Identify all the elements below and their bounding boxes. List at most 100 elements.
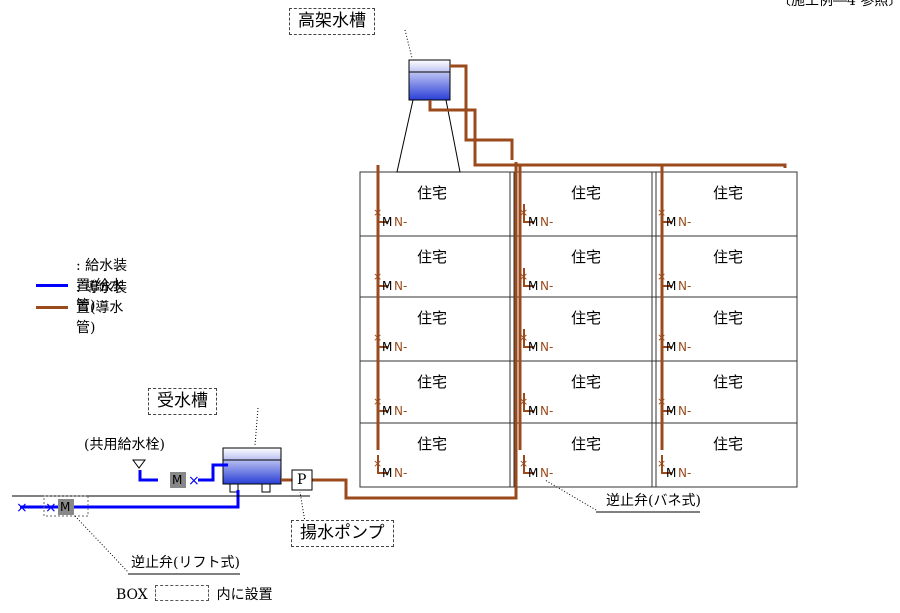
legend-conduit: : 導水装置(導水管) [36, 277, 131, 337]
gate-valve-icon: × [519, 270, 528, 283]
unit-meter-symbol: M [528, 466, 538, 480]
pump-symbol: P [297, 472, 307, 488]
unit-meter-symbol: M [666, 466, 676, 480]
gate-valve-icon: × [519, 206, 528, 219]
unit-meter-symbol: M [382, 340, 392, 354]
dwelling-label: 住宅 [713, 184, 743, 202]
unit-meter-symbol: M [666, 404, 676, 418]
legend-supply-swatch [36, 283, 68, 287]
check-valve-icon: N- [394, 404, 407, 418]
unit-branch-pipe [523, 455, 534, 474]
dwelling-label: 住宅 [417, 184, 447, 202]
hydrant-meter-symbol: M [172, 473, 183, 487]
dwelling-label: 住宅 [713, 309, 743, 327]
check-valve-icon: N- [678, 404, 691, 418]
elevated-tank [396, 59, 461, 173]
check-valve-icon: N- [394, 466, 407, 480]
gate-valve-icon: × [657, 331, 666, 344]
unit-branch-pipe [523, 329, 534, 348]
box-note-suffix: 内に設置 [216, 587, 273, 603]
dwelling-label: 住宅 [417, 309, 447, 327]
check-valve-icon: N- [394, 340, 407, 354]
dwelling-label: 住宅 [713, 248, 743, 266]
unit-branch-pipe [661, 455, 672, 474]
header-note: 〔施工例―4 参照〕 [777, 0, 900, 9]
receiving-tank [222, 447, 282, 493]
unit-meter-symbol: M [382, 215, 392, 229]
gate-valve-icon: × [519, 395, 528, 408]
dwelling-label: 住宅 [571, 184, 601, 202]
check-valve-icon: N- [540, 340, 553, 354]
check-valve-icon: N- [394, 215, 407, 229]
dwelling-label: 住宅 [417, 435, 447, 453]
check-valve-icon: N- [678, 279, 691, 293]
box-note: BOX 内に設置 [116, 585, 273, 602]
unit-meter-symbol: M [666, 340, 676, 354]
gate-valve-icon: × [657, 270, 666, 283]
building-frame [359, 171, 798, 488]
dwelling-label: 住宅 [571, 435, 601, 453]
legend-supply-label: : 給水装置(給水管) [75, 258, 128, 314]
gate-valve-icon: × [519, 331, 528, 344]
legend-conduit-label: : 導水装置(導水管) [75, 280, 128, 336]
unit-meter-symbol: M [382, 466, 392, 480]
unit-branch-pipe [523, 393, 534, 412]
unit-meter-symbol: M [528, 279, 538, 293]
unit-branch-pipe [523, 204, 534, 223]
dwelling-label: 住宅 [571, 248, 601, 266]
check-valve-icon: N- [394, 279, 407, 293]
unit-branch-pipe [377, 455, 388, 474]
dwelling-label: 住宅 [571, 373, 601, 391]
gate-valve-icon: × [519, 457, 528, 470]
receiving-tank-label: 受水槽 [148, 388, 217, 415]
box-placeholder [155, 585, 210, 601]
check-valve-icon: N- [540, 215, 553, 229]
hydrant-meter: × [132, 459, 200, 489]
gate-valve-icon: × [373, 331, 382, 344]
gate-valve-icon: × [657, 457, 666, 470]
pump [281, 469, 313, 491]
unit-meter-symbol: M [666, 279, 676, 293]
check-valve-icon: N- [678, 466, 691, 480]
callout-lines [74, 29, 597, 573]
unit-branch-pipe [523, 268, 534, 287]
elevated-tank-label: 高架水槽 [289, 8, 375, 35]
dwelling-label: 住宅 [417, 248, 447, 266]
pump-label: 揚水ポンプ [291, 520, 394, 547]
dwelling-label: 住宅 [713, 373, 743, 391]
unit-meter-symbol: M [382, 404, 392, 418]
unit-branch-pipe [661, 393, 672, 412]
gate-valve-icon: × [373, 206, 382, 219]
check-valve-icon: N- [540, 404, 553, 418]
unit-branch-pipe [377, 204, 388, 223]
unit-meter-symbol: M [528, 215, 538, 229]
check-valve-icon: N- [678, 340, 691, 354]
svg-text:×: × [16, 500, 28, 516]
unit-branch-pipe [661, 329, 672, 348]
gate-valve-icon: × [373, 395, 382, 408]
unit-branch-pipe [661, 268, 672, 287]
gate-valve-icon: × [373, 270, 382, 283]
box-note-prefix: BOX [116, 587, 148, 603]
gate-valve-icon: × [657, 395, 666, 408]
unit-branch-pipe [377, 329, 388, 348]
legend-conduit-swatch [36, 305, 68, 309]
check-valve-lift-label: 逆止弁(リフト式) [131, 555, 240, 571]
check-valve-icon: N- [540, 279, 553, 293]
dwelling-label: 住宅 [417, 373, 447, 391]
check-valve-spring-label: 逆止弁(バネ式) [606, 493, 701, 509]
dwelling-label: 住宅 [571, 309, 601, 327]
unit-branch-pipe [377, 268, 388, 287]
shared-hydrant-label: (共用給水栓) [84, 437, 165, 453]
unit-meter-symbol: M [528, 340, 538, 354]
gate-valve-icon: × [373, 457, 382, 470]
svg-text:×: × [45, 500, 57, 516]
svg-text:×: × [188, 473, 200, 489]
legend-supply: : 給水装置(給水管) [36, 255, 131, 315]
gate-valve-icon: × [657, 206, 666, 219]
unit-meter-symbol: M [382, 279, 392, 293]
